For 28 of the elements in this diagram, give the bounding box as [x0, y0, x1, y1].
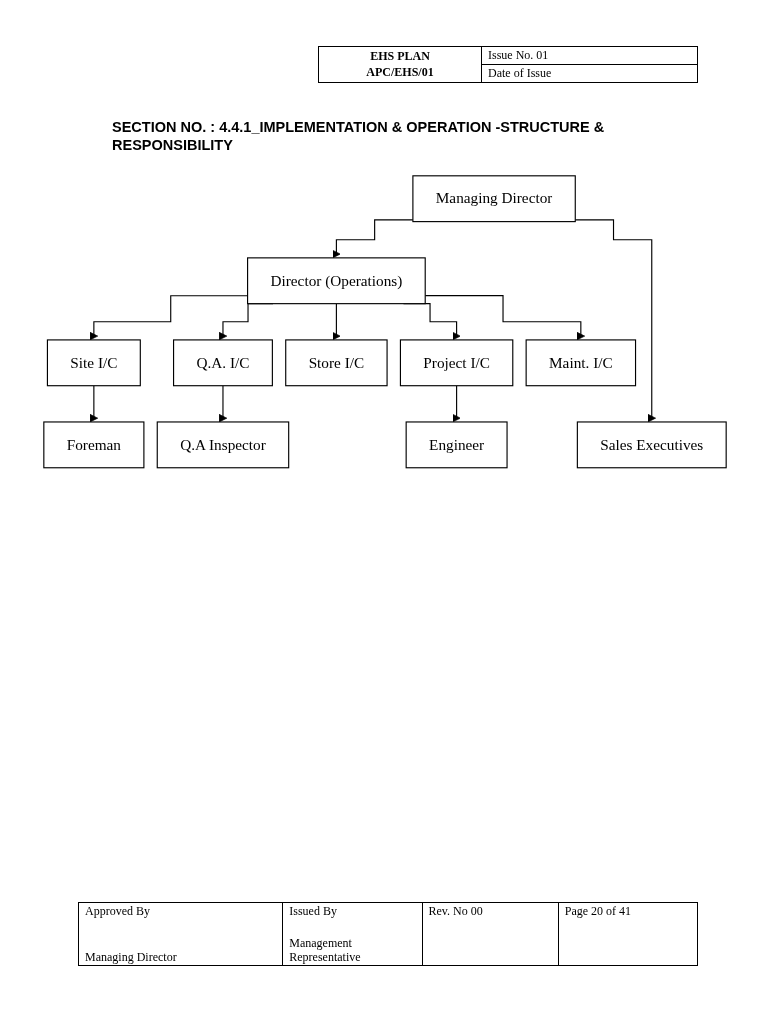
node-box: Q.A Inspector: [156, 421, 290, 469]
node-box: Sales Executives: [576, 421, 727, 469]
section-title: SECTION NO. : 4.4.1_IMPLEMENTATION & OPERATION -STRUCTURE & RESPONSIBILITY: [112, 118, 606, 154]
node-box: Q.A. I/C: [173, 339, 273, 387]
node-box: Project I/C: [399, 339, 514, 387]
node-box: Store I/C: [285, 339, 388, 387]
issue-number-cell: Issue No. 01: [481, 46, 698, 65]
arrow: [452, 385, 461, 423]
plan-title: EHS PLAN: [369, 48, 431, 64]
node-box: Site I/C: [46, 339, 141, 387]
plan-code: APC/EHS/01: [365, 64, 435, 80]
revision-number-cell: Rev. No 00: [422, 902, 559, 966]
node-box: Foreman: [43, 421, 145, 469]
node-box: Director (Operations): [247, 257, 426, 305]
arrow: [218, 385, 228, 423]
issue-date-cell: Date of Issue: [481, 64, 698, 83]
issued-by-label: Issued By: [289, 904, 338, 918]
arrow: [89, 385, 99, 423]
issuer-name: Management Representative: [289, 936, 362, 964]
arrow: [332, 219, 414, 259]
node-box: Managing Director: [412, 175, 576, 223]
node-box: Engineer: [405, 421, 508, 469]
approved-by-label: Approved By: [85, 904, 151, 918]
arrow: [574, 219, 656, 423]
arrow: [332, 303, 341, 341]
approver-name: Managing Director: [85, 950, 178, 964]
page-number-cell: Page 20 of 41: [558, 902, 698, 966]
node-box: Maint. I/C: [525, 339, 637, 387]
